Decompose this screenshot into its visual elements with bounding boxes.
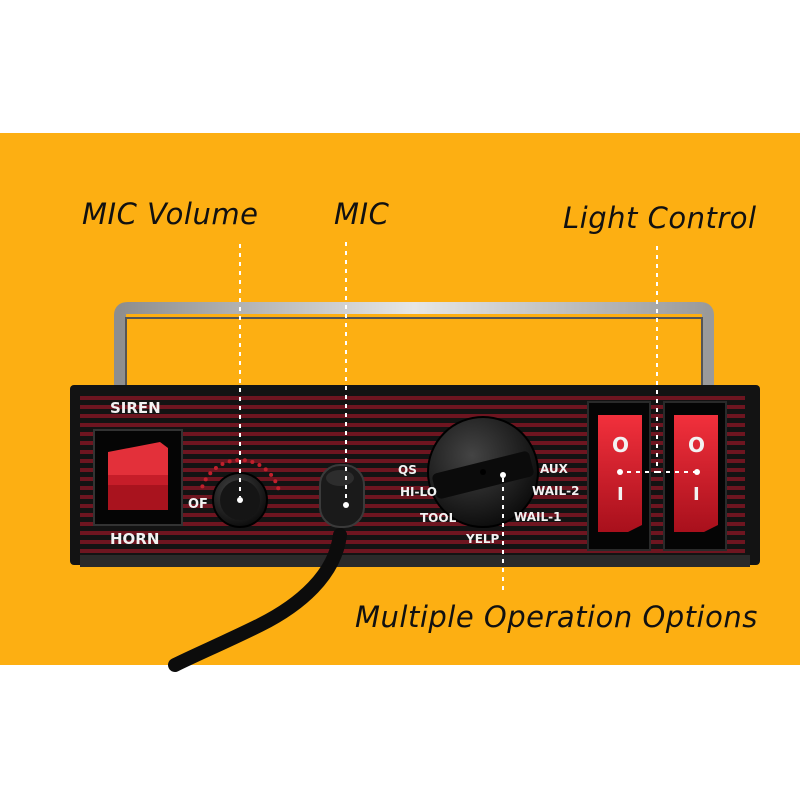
light-rocker-switch-2[interactable]: O I — [663, 401, 727, 551]
volume-dot — [208, 471, 213, 476]
callout-light-control: Light Control — [563, 201, 757, 235]
stripe — [80, 396, 745, 400]
mode-label-aux: AUX — [540, 462, 569, 476]
stripe — [80, 432, 745, 436]
horn-label: HORN — [110, 530, 159, 548]
mode-label-hi-lo: HI-LO — [400, 485, 437, 499]
volume-dot — [269, 472, 274, 477]
mode-label-yelp: YELP — [465, 532, 500, 546]
stripe — [80, 477, 745, 481]
stripe — [80, 531, 745, 535]
volume-dot — [242, 458, 247, 463]
mode-label-wail-2: WAIL-2 — [532, 484, 579, 498]
volume-dot — [227, 459, 232, 464]
carry-handle — [114, 302, 714, 390]
stripe — [80, 423, 745, 427]
volume-dot — [273, 479, 278, 484]
volume-scale-dots — [200, 458, 281, 491]
off-label: OF — [188, 497, 208, 512]
volume-dot — [220, 462, 225, 467]
callout-operation-options: Multiple Operation Options — [355, 600, 758, 634]
mode-label-wail-1: WAIL-1 — [514, 510, 561, 524]
stripe — [80, 459, 745, 463]
stripe — [80, 405, 745, 409]
mode-label-qs: QS — [398, 463, 417, 477]
volume-dot — [203, 477, 208, 482]
stripe — [80, 441, 745, 445]
rocker-1-on-mark: I — [617, 484, 624, 505]
volume-dot — [276, 486, 281, 491]
siren-horn-switch[interactable] — [93, 429, 183, 526]
stripe — [80, 495, 745, 499]
leader-end-dots — [237, 469, 700, 508]
stripe — [80, 513, 745, 517]
callout-leader-lines — [239, 242, 697, 590]
stripe — [80, 540, 745, 544]
light-rocker-switch-1[interactable]: O I — [587, 401, 651, 551]
mode-label-tool: TOOL — [420, 511, 457, 525]
volume-dot — [250, 459, 255, 464]
stripe — [80, 504, 745, 508]
stripe — [80, 522, 745, 526]
stripe — [80, 549, 745, 553]
stripe — [80, 468, 745, 472]
rocker-2-off-mark: O — [688, 433, 705, 457]
mode-selector-knob[interactable] — [427, 416, 539, 528]
stripe — [80, 414, 745, 418]
siren-label: SIREN — [110, 399, 161, 417]
volume-dot — [235, 458, 240, 463]
volume-dot — [213, 466, 218, 471]
stripe — [80, 450, 745, 454]
rocker-1-off-mark: O — [612, 433, 629, 457]
volume-dot — [263, 467, 268, 472]
callout-mic: MIC — [334, 197, 390, 231]
red-stripes — [80, 396, 745, 553]
stripe — [80, 486, 745, 490]
callout-mic-volume: MIC Volume — [82, 197, 259, 231]
volume-dot — [200, 484, 205, 489]
volume-dot — [257, 463, 262, 468]
mic-jack[interactable] — [168, 464, 365, 672]
rocker-2-on-mark: I — [693, 484, 700, 505]
